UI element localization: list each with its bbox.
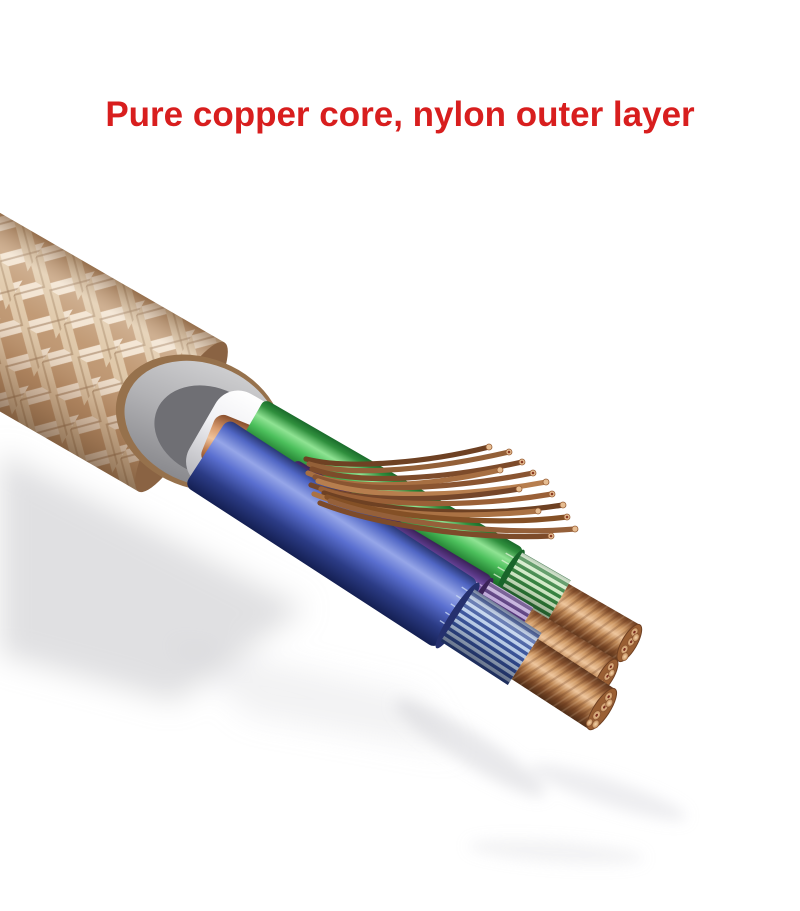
green-wire-copper-tip (616, 623, 643, 663)
tip-shadows (394, 699, 687, 865)
headline-text: Pure copper core, nylon outer layer (105, 95, 695, 134)
blue-wire (187, 421, 618, 731)
copper-strand-fan (303, 443, 579, 540)
blue-wire-copper-tip (585, 687, 618, 731)
cast-shadow (0, 452, 455, 752)
